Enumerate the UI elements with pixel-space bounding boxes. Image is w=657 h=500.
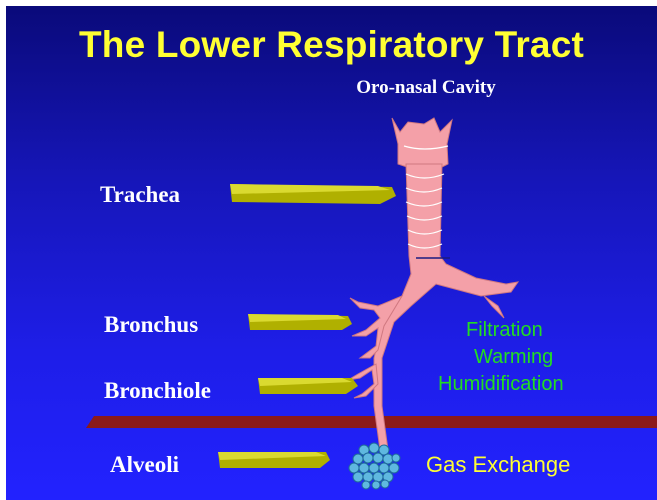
function-warming: Warming — [474, 346, 553, 369]
trachea-label: Trachea — [100, 182, 180, 208]
arrow-alveoli — [218, 452, 330, 468]
airway — [348, 118, 518, 450]
arrow-bronchus — [248, 314, 352, 330]
oro-nasal-cavity-label: Oro-nasal Cavity — [326, 77, 526, 99]
arrow-bronchiole — [258, 378, 358, 394]
function-filtration: Filtration — [466, 319, 543, 342]
alveoli-label: Alveoli — [110, 452, 179, 478]
separator-band — [86, 416, 657, 428]
bronchus-label: Bronchus — [104, 312, 198, 338]
function-humidification: Humidification — [438, 373, 564, 396]
alveoli-cluster — [349, 443, 400, 489]
slide: The Lower Respiratory Tract Oro-nasal Ca… — [6, 6, 657, 500]
arrow-trachea — [230, 184, 396, 204]
bronchiole-label: Bronchiole — [104, 378, 211, 404]
page-title: The Lower Respiratory Tract — [6, 24, 657, 66]
gas-exchange-label: Gas Exchange — [426, 452, 570, 478]
